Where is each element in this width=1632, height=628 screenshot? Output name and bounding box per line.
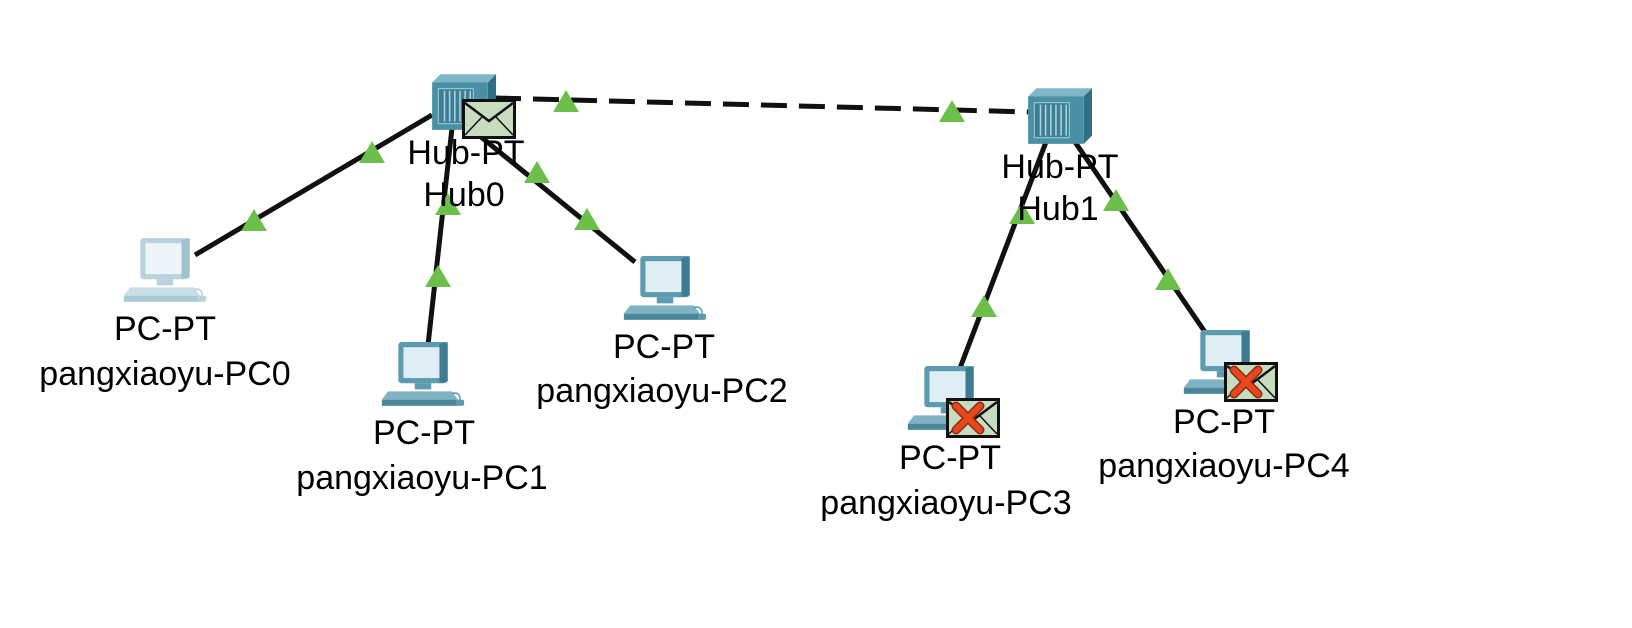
device-name-label: pangxiaoyu-PC3 — [820, 484, 1071, 522]
device-pc3[interactable]: PC-PT pangxiaoyu-PC3 — [820, 365, 1072, 522]
failed-envelope-icon[interactable] — [948, 400, 999, 437]
link-up-indicator-icon — [425, 265, 451, 287]
link-hub1-pc3[interactable] — [957, 141, 1049, 369]
device-name-label: Hub1 — [1017, 190, 1098, 228]
device-name-label: pangxiaoyu-PC1 — [296, 459, 547, 497]
links-layer — [193, 95, 1208, 369]
device-type-label: PC-PT — [114, 310, 216, 348]
link-up-indicator-icon — [971, 295, 997, 317]
device-pc4[interactable]: PC-PT pangxiaoyu-PC4 — [1098, 329, 1350, 485]
device-type-label: Hub-PT — [407, 134, 524, 172]
link-up-indicator-icon — [1155, 268, 1181, 290]
device-pc1[interactable]: PC-PT pangxiaoyu-PC1 — [296, 341, 548, 497]
device-type-label: PC-PT — [1173, 403, 1275, 441]
device-hub0[interactable]: Hub-PT Hub0 — [407, 73, 525, 214]
pc-icon — [381, 341, 465, 407]
envelope-icon[interactable] — [462, 99, 516, 139]
device-pc0[interactable]: PC-PT pangxiaoyu-PC0 — [39, 237, 291, 393]
link-hub0-pc0[interactable] — [193, 112, 434, 258]
failed-envelope-icon[interactable] — [1226, 364, 1277, 401]
device-type-label: PC-PT — [613, 328, 715, 366]
link-hub0-hub1[interactable] — [494, 95, 1031, 115]
device-name-label: pangxiaoyu-PC2 — [536, 372, 787, 410]
device-type-label: Hub-PT — [1001, 148, 1118, 186]
link-hub0-pc2[interactable] — [468, 126, 637, 264]
device-type-label: PC-PT — [373, 414, 475, 452]
pc-icon — [123, 237, 207, 303]
device-hub1[interactable]: Hub-PT Hub1 — [1001, 87, 1119, 228]
device-name-label: pangxiaoyu-PC4 — [1098, 447, 1349, 485]
device-name-label: Hub0 — [423, 176, 504, 214]
pc-icon — [623, 255, 707, 321]
link-up-indicator-icon — [574, 208, 600, 230]
device-type-label: PC-PT — [899, 439, 1001, 477]
link-hub0-pc1[interactable] — [425, 127, 455, 346]
hub-icon — [1027, 87, 1092, 144]
device-name-label: pangxiaoyu-PC0 — [39, 355, 290, 393]
link-hub1-pc4[interactable] — [1072, 140, 1208, 334]
device-pc2[interactable]: PC-PT pangxiaoyu-PC2 — [536, 255, 788, 410]
